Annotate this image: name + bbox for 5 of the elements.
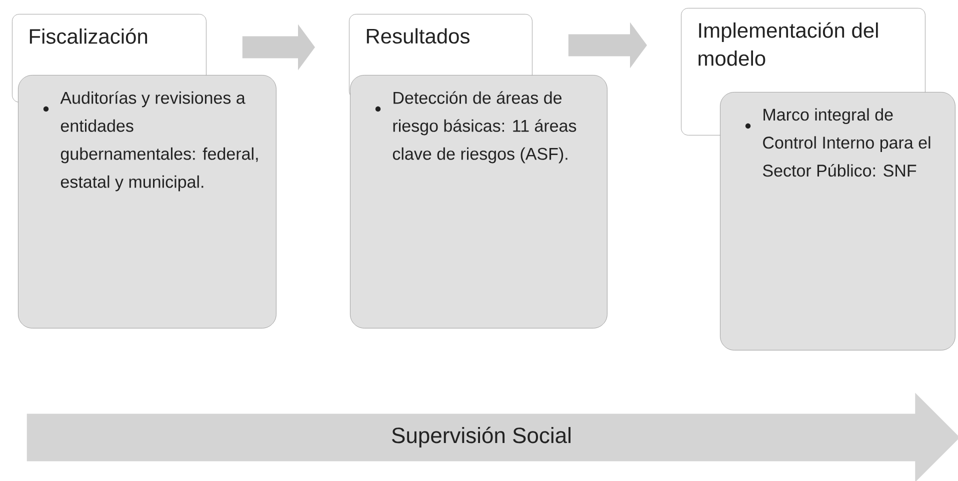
block-arrow	[568, 22, 647, 68]
content-box: Auditorías y revisiones a entidades gubernamentales: federal, estatal y municipal.	[18, 75, 276, 328]
content-box: Marco integral de Control Interno para el Sector Público: SNF	[720, 92, 956, 350]
block-arrow	[242, 24, 315, 70]
content-box: Detección de áreas de riesgo básicas: 11 áreas clave de riesgos (ASF).	[350, 75, 608, 328]
